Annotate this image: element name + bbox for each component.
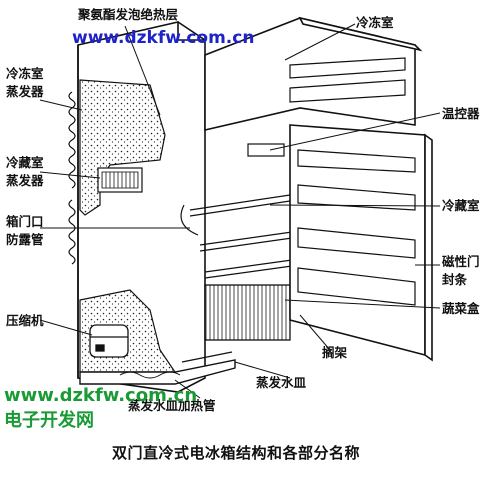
figure-caption: 双门直冷式电冰箱结构和各部分名称 bbox=[112, 444, 361, 462]
freezer-door bbox=[204, 16, 423, 132]
inner-shelves bbox=[180, 194, 293, 279]
leader-lines bbox=[39, 23, 441, 399]
label-insulation: 聚氨酯发泡绝热层 bbox=[78, 7, 179, 22]
watermark-bottom-url: www.dzkfw.com.cn bbox=[4, 385, 198, 406]
label-fridge-room: 冷藏室 bbox=[442, 198, 480, 213]
fridge-door bbox=[289, 124, 433, 362]
label-magnet-seal-line2: 封条 bbox=[442, 272, 468, 287]
label-door-pipe-line2: 防露管 bbox=[6, 232, 44, 247]
crisper-drawer bbox=[204, 284, 291, 341]
label-freezer-room: 冷冻室 bbox=[356, 15, 394, 30]
compressor-unit bbox=[89, 324, 129, 358]
label-fridge-evaporator-line1: 冷藏室 bbox=[6, 155, 44, 170]
label-door-pipe-line1: 箱门口 bbox=[6, 214, 44, 229]
tray-heater-coil bbox=[119, 371, 181, 379]
label-freezer-evaporator-line2: 蒸发器 bbox=[6, 84, 44, 99]
label-fridge-evaporator-line2: 蒸发器 bbox=[6, 173, 44, 188]
thermostat-box bbox=[247, 143, 285, 157]
label-magnet-seal-line1: 磁性门 bbox=[442, 254, 480, 269]
watermark-bottom-name: 电子开发网 bbox=[4, 410, 94, 431]
label-freezer-evaporator-line1: 冷冻室 bbox=[6, 66, 44, 81]
label-thermostat: 温控器 bbox=[442, 106, 480, 121]
base bbox=[79, 351, 236, 385]
freezer-door-racks bbox=[289, 57, 406, 103]
label-crisper: 蔬菜盒 bbox=[442, 301, 480, 316]
side-coil bbox=[68, 91, 76, 265]
watermark-top: www.dzkfw.com.cn bbox=[72, 28, 255, 48]
label-compressor: 压缩机 bbox=[6, 313, 44, 328]
fridge-door-racks bbox=[297, 149, 416, 306]
label-shelf: 搁架 bbox=[322, 345, 348, 360]
label-tray-heater: 蒸发水皿加热管 bbox=[128, 398, 216, 413]
label-evap-tray: 蒸发水皿 bbox=[256, 375, 307, 390]
